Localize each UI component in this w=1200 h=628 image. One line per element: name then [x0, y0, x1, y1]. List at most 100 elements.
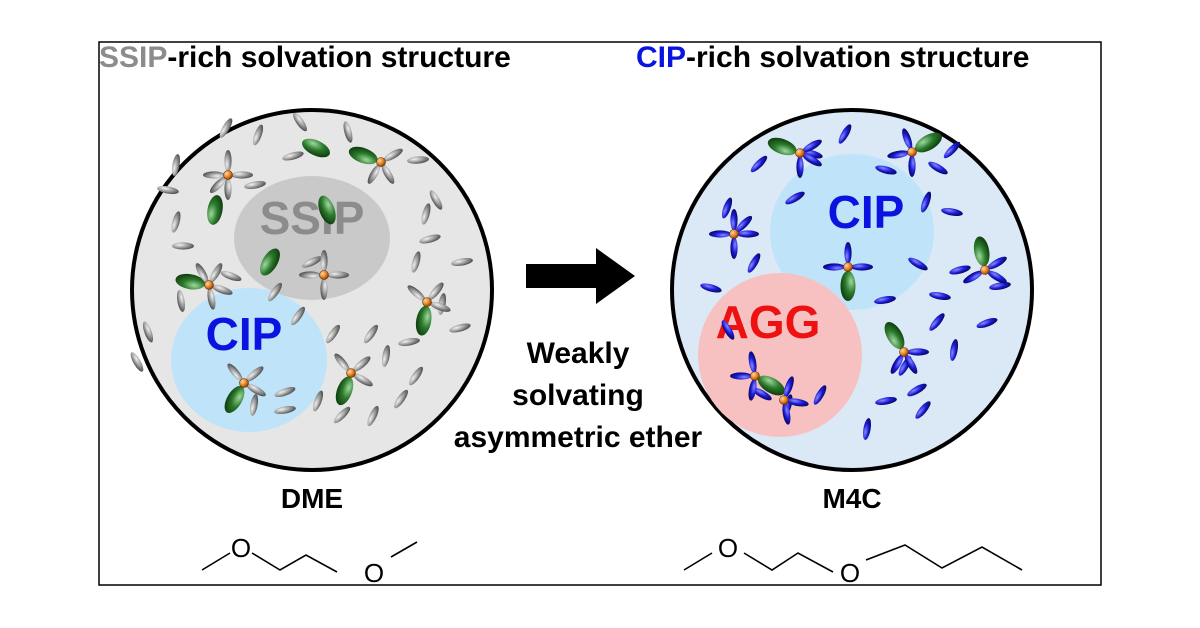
solvent-molecule: [227, 363, 243, 382]
m4c-oxygen-2: O: [840, 558, 860, 588]
solvent-molecule: [987, 270, 1007, 284]
cation: [319, 270, 329, 280]
solvent-molecule: [904, 354, 918, 374]
solvent-molecule: [320, 278, 328, 300]
dme-bond: [201, 552, 231, 571]
anion: [757, 375, 785, 396]
right-molecules: [700, 124, 1011, 440]
solvent-molecule: [748, 351, 757, 374]
cation: [422, 297, 432, 307]
solvent-molecule: [730, 372, 752, 380]
solvent-molecule: [874, 295, 896, 305]
solvent-molecule: [730, 209, 738, 231]
dme-oxygen-2: O: [364, 558, 384, 588]
solvent-molecule: [398, 337, 420, 347]
cation: [980, 265, 990, 275]
solvent-molecule: [407, 156, 429, 164]
anion: [914, 132, 942, 153]
caption-line-1: Weakly: [527, 337, 630, 370]
dme-oxygen-1: O: [231, 533, 251, 563]
solvent-molecule: [929, 313, 945, 331]
solvent-molecule: [851, 263, 873, 271]
solvent-molecule: [949, 339, 959, 361]
solvent-molecule: [987, 256, 1007, 270]
solvent-molecule: [274, 386, 296, 398]
solvent-molecule: [928, 161, 948, 175]
solvent-molecule: [282, 151, 304, 161]
solvent-molecule: [875, 165, 897, 175]
cation: [729, 229, 739, 239]
solvent-molecule: [782, 402, 791, 425]
cation: [204, 280, 214, 290]
solvent-molecule: [320, 250, 328, 272]
solvent-molecule: [293, 112, 307, 132]
left-solvation-circle: SSIP CIP: [130, 108, 494, 472]
solvent-molecule: [786, 398, 809, 407]
anion: [884, 322, 905, 350]
solvent-molecule: [737, 230, 759, 238]
solvent-molecule: [902, 128, 913, 150]
solvent-molecule: [291, 306, 305, 326]
solvent-molecule: [419, 234, 441, 244]
solvent-molecule: [908, 155, 916, 177]
anion: [973, 236, 990, 267]
solvent-molecule: [172, 242, 194, 250]
solvent-molecule: [381, 345, 391, 367]
m4c-bond: [683, 552, 713, 571]
solvent-molecule: [268, 282, 282, 302]
solvent-molecule: [449, 323, 471, 333]
solvent-molecule: [943, 141, 961, 159]
solvent-molecule: [721, 197, 733, 219]
solvent-molecule: [887, 150, 910, 159]
dme-structure: [201, 541, 418, 573]
anion: [335, 376, 354, 406]
left-solvent-name: DME: [281, 483, 343, 514]
solvent-molecule: [908, 257, 928, 271]
dme-bond: [251, 552, 338, 573]
solvent-molecule: [394, 389, 408, 409]
cation: [843, 262, 853, 272]
anion: [415, 305, 432, 336]
solvent-molecule: [862, 418, 872, 440]
solvent-molecule: [211, 284, 233, 295]
solvent-molecule: [352, 356, 371, 372]
solvent-molecule: [249, 394, 259, 416]
cation: [346, 368, 356, 378]
left-heading-suffix: -rich solvation structure: [167, 41, 510, 74]
solvent-molecule: [252, 124, 264, 146]
solvent-molecule: [451, 257, 473, 267]
anion: [302, 138, 330, 158]
cation: [223, 170, 233, 180]
solvent-molecule: [838, 124, 852, 144]
solvent-molecule: [367, 405, 379, 427]
right-solvation-circle: CIP AGG: [670, 108, 1034, 472]
right-heading-prefix: CIP: [636, 41, 686, 74]
solvent-molecule: [219, 118, 233, 138]
solvent-molecule: [312, 390, 324, 412]
solvent-molecule: [220, 270, 242, 282]
transition-arrow: [526, 248, 635, 304]
solvent-molecule: [920, 191, 932, 213]
left-heading-prefix: SSIP: [99, 41, 167, 74]
solvent-molecule: [428, 282, 444, 301]
solvent-molecule: [130, 352, 144, 372]
solvent-molecule: [907, 383, 927, 397]
solvent-molecule: [875, 396, 897, 406]
solvent-molecule: [334, 353, 350, 372]
ssip-label: SSIP: [260, 192, 365, 244]
solvent-molecule: [231, 171, 253, 179]
left-cip-label: CIP: [206, 308, 283, 360]
solvent-molecule: [730, 237, 738, 259]
solvent-molecule: [203, 171, 225, 179]
solvent-molecule: [409, 366, 423, 386]
solvent-molecule: [195, 263, 209, 283]
caption-line-3: asymmetric ether: [454, 421, 703, 454]
solvent-molecule: [747, 253, 761, 273]
solvent-molecule: [327, 271, 349, 279]
solvent-molecule: [326, 324, 340, 344]
solvent-molecule: [929, 291, 951, 301]
solvent-molecule: [381, 164, 395, 184]
solvent-molecule: [989, 281, 1011, 291]
solvent-molecule: [949, 265, 971, 275]
